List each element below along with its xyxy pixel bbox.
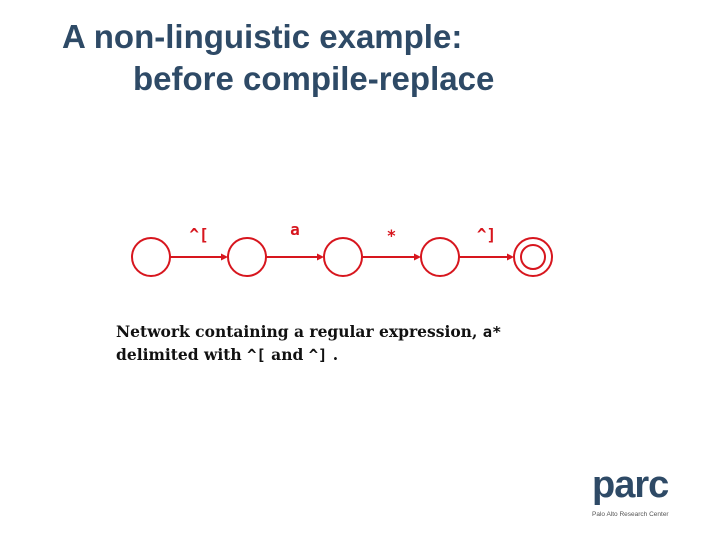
title-line-2: before compile-replace <box>133 60 495 97</box>
state-circle <box>131 237 171 277</box>
arc-label: a <box>290 220 300 239</box>
final-state-inner-circle <box>520 244 546 270</box>
arrowhead <box>414 253 421 261</box>
caption-text: and <box>265 345 309 364</box>
arrowhead <box>221 253 228 261</box>
arc-label: ^] <box>477 225 496 244</box>
arrowhead <box>507 253 514 261</box>
caption-text: Network containing a regular expression, <box>116 322 483 341</box>
logo-subtitle: Palo Alto Research Center <box>592 511 669 518</box>
parc-logo: parc Palo Alto Research Center <box>592 462 669 519</box>
caption-text: delimited with <box>116 345 248 364</box>
state-circle <box>420 237 460 277</box>
caption-text: . <box>327 345 339 364</box>
state-circle <box>323 237 363 277</box>
arc-label: ^[ <box>189 225 208 244</box>
caption-code: ^] <box>308 346 328 364</box>
caption-code: ^[ <box>247 346 266 364</box>
caption-code: a* <box>482 323 502 341</box>
caption-line-1: Network containing a regular expression,… <box>116 322 501 342</box>
title-line-1: A non-linguistic example: <box>62 18 463 55</box>
arc-label: * <box>387 226 397 245</box>
arrowhead <box>317 253 324 261</box>
caption-line-2: delimited with ^[ and ^] . <box>116 345 338 365</box>
state-circle <box>513 237 553 277</box>
logo-word: parc <box>592 464 669 506</box>
state-circle <box>227 237 267 277</box>
